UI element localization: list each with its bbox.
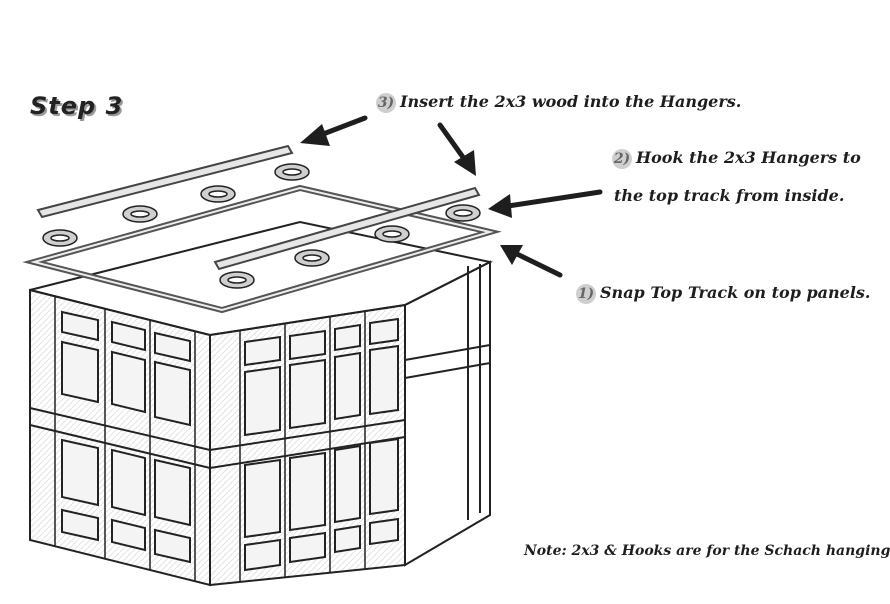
arrow-to-wood [300, 115, 368, 146]
right-side-wall [404, 260, 491, 567]
left-wall-panels [61, 310, 191, 564]
callout-text-line1: Hook the 2x3 Hangers to [636, 148, 861, 167]
left-wall-verticals [54, 296, 196, 581]
note-text: Note: 2x3 & Hooks are for the Schach han… [524, 543, 890, 559]
arrows [300, 115, 603, 278]
callout-text: Insert the 2x3 wood into the Hangers. [400, 92, 742, 111]
arrow-to-front-wood [437, 122, 476, 176]
arrow-to-track [500, 245, 563, 278]
hangers [42, 163, 481, 289]
callout-step-3: 3)Insert the 2x3 wood into the Hangers. [376, 92, 741, 113]
right-wall-verticals [239, 311, 366, 582]
callout-step-1: 1)Snap Top Track on top panels. [576, 283, 870, 304]
assembly-diagram [22, 115, 603, 587]
callout-number: 3) [376, 93, 396, 113]
callout-step-2-continued: the top track from inside. [614, 186, 844, 205]
callout-text-line2: the top track from inside. [614, 186, 845, 205]
callout-text: Snap Top Track on top panels. [600, 283, 871, 302]
back-posts [404, 264, 481, 565]
step-title: Step 3 [30, 92, 124, 120]
arrow-to-hanger [488, 189, 603, 218]
callout-number: 1) [576, 284, 596, 304]
mid-band [29, 344, 491, 470]
wood-piece-back [36, 144, 294, 219]
callout-step-2: 2)Hook the 2x3 Hangers to [612, 148, 861, 169]
right-wall-panels [244, 317, 399, 572]
wood-piece-front [213, 186, 481, 271]
callout-number: 2) [612, 149, 632, 169]
top-track [22, 184, 502, 314]
wood-2x3-pieces [36, 144, 481, 271]
